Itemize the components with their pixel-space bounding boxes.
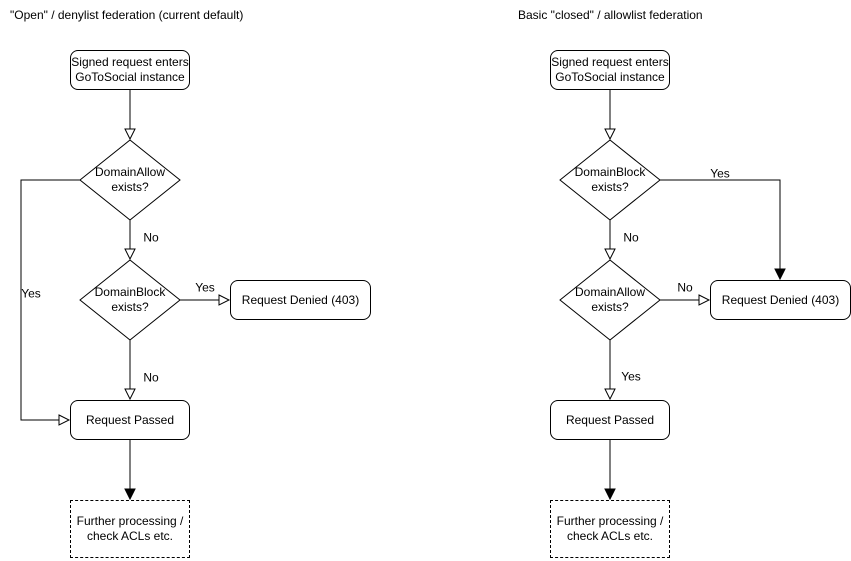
edge-label-no-decision1-right: No xyxy=(623,230,639,245)
start-node-right-line2: GoToSocial instance xyxy=(555,70,665,84)
edge-label-yes-decision2-right: Yes xyxy=(621,369,641,384)
further-processing-node-right: Further processing / check ACLs etc. xyxy=(550,500,670,558)
denied-node-right-label: Request Denied (403) xyxy=(721,292,840,307)
decision-domainallow-diamond-right xyxy=(559,259,661,341)
decision-domainallow-diamond-left xyxy=(79,139,181,221)
passed-node-left: Request Passed xyxy=(70,400,190,440)
edge-decision1-yes-left xyxy=(20,179,80,426)
further-processing-node-left: Further processing / check ACLs etc. xyxy=(70,500,190,558)
diagram-title-denylist: "Open" / denylist federation (current de… xyxy=(10,8,244,22)
start-node-right: Signed request enters GoToSocial instanc… xyxy=(550,50,670,90)
decision-domainblock-diamond-left xyxy=(79,259,181,341)
passed-node-right-label: Request Passed xyxy=(565,412,655,427)
passed-node-left-label: Request Passed xyxy=(85,412,175,427)
denied-node-left: Request Denied (403) xyxy=(230,280,371,320)
denied-node-right: Request Denied (403) xyxy=(710,280,851,320)
start-node-left-line2: GoToSocial instance xyxy=(75,70,185,84)
further-processing-left-line1: Further processing / xyxy=(76,514,184,528)
edge-label-yes-decision2-left: Yes xyxy=(195,280,215,295)
start-node-left-line1: Signed request enters xyxy=(71,55,189,69)
further-processing-right-line2: check ACLs etc. xyxy=(566,529,654,543)
denied-node-left-label: Request Denied (403) xyxy=(241,292,360,307)
start-node-right-line1: Signed request enters xyxy=(551,55,669,69)
diagram-title-allowlist: Basic "closed" / allowlist federation xyxy=(518,8,703,22)
edge-label-no-decision1-left: No xyxy=(143,230,159,245)
edge-label-yes-decision1-right: Yes xyxy=(710,166,730,181)
decision-domainblock-diamond-right xyxy=(559,139,661,221)
further-processing-right-line1: Further processing / xyxy=(556,514,664,528)
start-node-left: Signed request enters GoToSocial instanc… xyxy=(70,50,190,90)
further-processing-left-line2: check ACLs etc. xyxy=(86,529,174,543)
edge-label-no-decision2-left: No xyxy=(143,370,159,385)
edge-label-no-decision2-right: No xyxy=(677,280,693,295)
edge-decision1-yes-right xyxy=(660,179,786,281)
edge-label-yes-decision1-left: Yes xyxy=(21,286,41,301)
passed-node-right: Request Passed xyxy=(550,400,670,440)
